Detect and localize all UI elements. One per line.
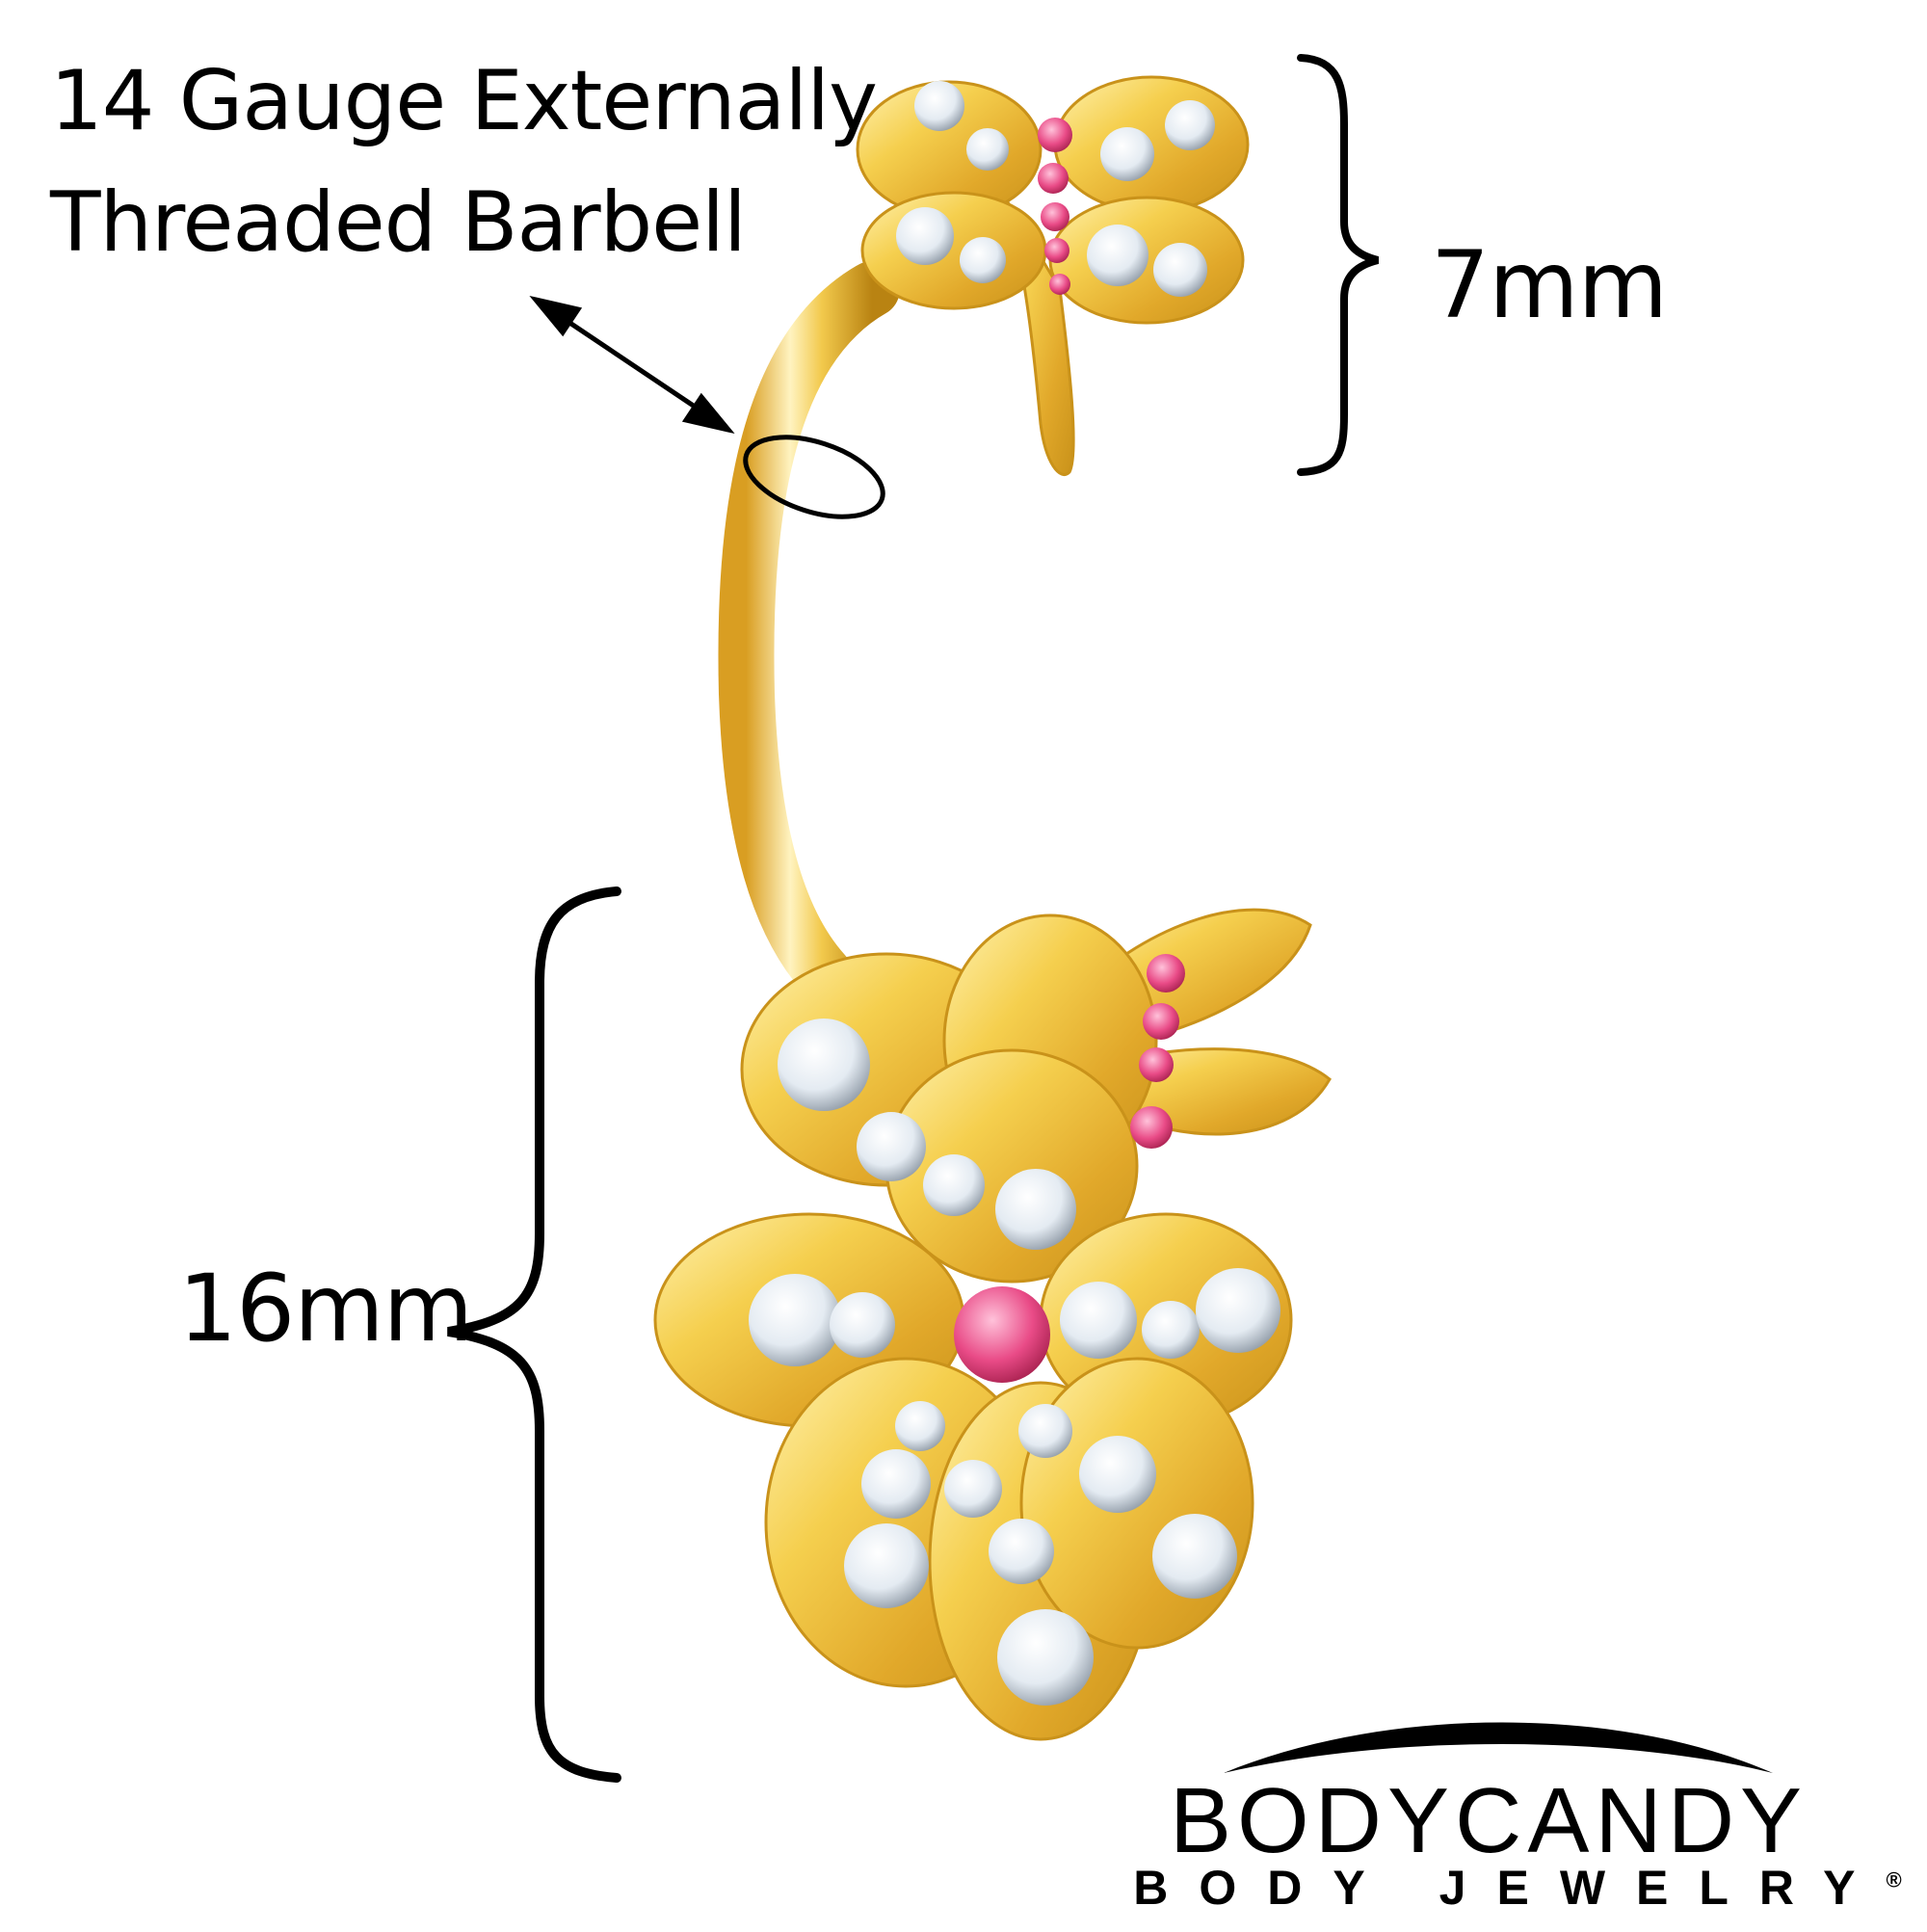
barbell xyxy=(718,261,900,1001)
flower-icon xyxy=(653,908,1332,1741)
brand-tagline-text: BODY JEWELRY xyxy=(1133,1861,1887,1915)
brand-logo-tagline: BODY JEWELRY® xyxy=(1132,1860,1903,1916)
top-dimension-label: 7mm xyxy=(1431,231,1668,339)
bottom-dimension-brace xyxy=(447,887,621,1783)
barbell-label-line-1: 14 Gauge Externally xyxy=(50,53,878,149)
brand-swoosh xyxy=(1224,1722,1773,1773)
gauge-ring xyxy=(743,435,885,519)
barbell-pointer-arrow xyxy=(529,295,735,435)
dragonfly-icon xyxy=(856,75,1250,476)
registered-mark: ® xyxy=(1886,1867,1902,1892)
bottom-dimension-label: 16mm xyxy=(178,1255,473,1363)
top-dimension-brace xyxy=(1297,54,1380,476)
brand-logo-name: BODYCANDY xyxy=(1169,1769,1808,1872)
barbell-label-line-2: Threaded Barbell xyxy=(50,174,747,271)
